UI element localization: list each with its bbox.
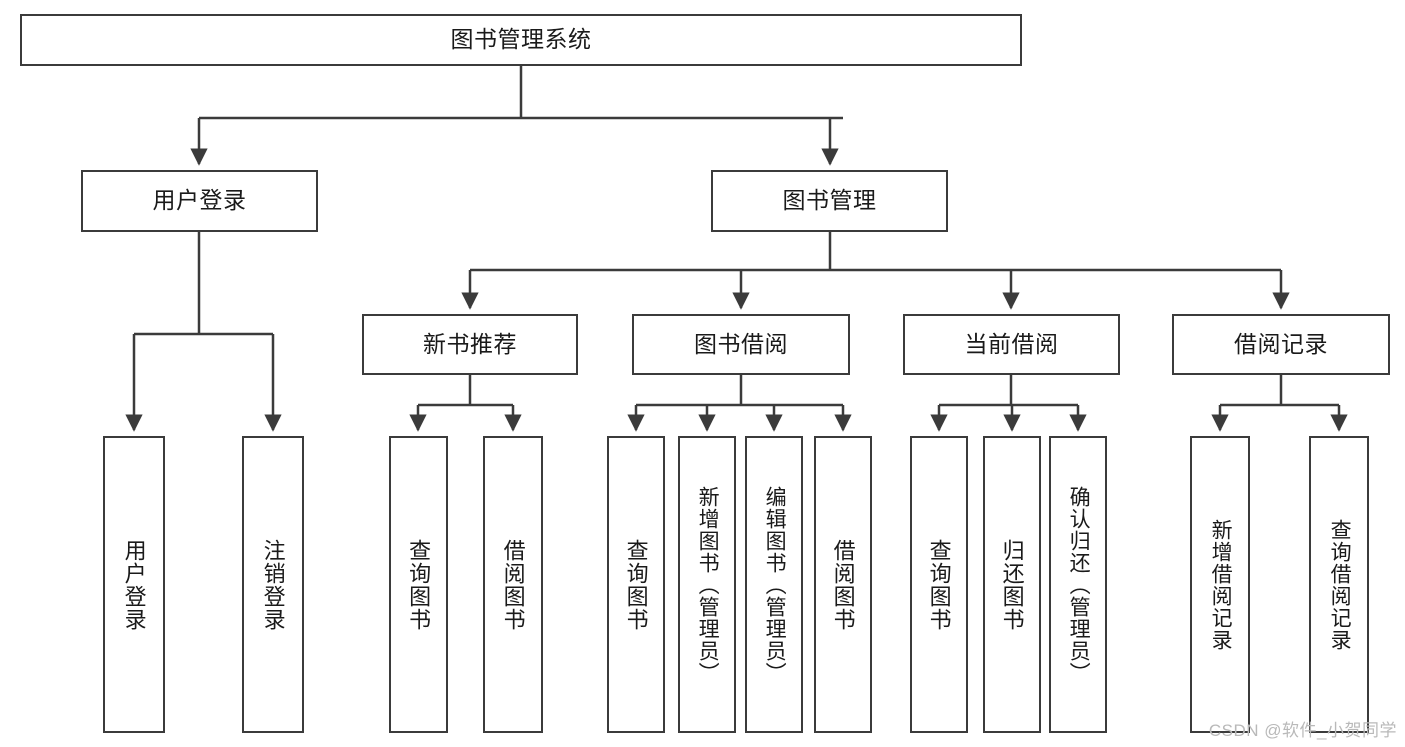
leaf-query-borrow-record-label: 查询借阅记录 xyxy=(1328,518,1352,651)
node-book-borrow[interactable]: 图书借阅 xyxy=(632,314,850,375)
node-root-label: 图书管理系统 xyxy=(450,26,592,53)
leaf-return-book-label: 归还图书 xyxy=(999,538,1025,631)
leaf-edit-book-admin[interactable]: 编辑图书（管理员） xyxy=(745,436,803,733)
leaf-add-borrow-record-label: 新增借阅记录 xyxy=(1209,518,1233,651)
watermark: CSDN @软件_小贺同学 xyxy=(1208,721,1397,740)
leaf-add-book-admin[interactable]: 新增图书（管理员） xyxy=(678,436,736,733)
leaf-query-book-recommend[interactable]: 查询图书 xyxy=(389,436,448,733)
leaf-return-book[interactable]: 归还图书 xyxy=(983,436,1041,733)
leaf-borrow-book-recommend-label: 借阅图书 xyxy=(500,538,526,631)
leaf-edit-book-admin-label: 编辑图书（管理员） xyxy=(763,485,787,684)
node-current-borrow[interactable]: 当前借阅 xyxy=(903,314,1120,375)
leaf-query-book-current[interactable]: 查询图书 xyxy=(910,436,968,733)
node-book-management[interactable]: 图书管理 xyxy=(711,170,948,232)
node-new-book-recommend-label: 新书推荐 xyxy=(423,330,517,357)
leaf-user-login[interactable]: 用户登录 xyxy=(103,436,165,733)
node-borrow-record-label: 借阅记录 xyxy=(1234,330,1328,357)
node-user-login-label: 用户登录 xyxy=(152,187,247,214)
leaf-logout-label: 注销登录 xyxy=(260,538,286,631)
node-root[interactable]: 图书管理系统 xyxy=(20,14,1022,66)
node-user-login[interactable]: 用户登录 xyxy=(81,170,318,232)
leaf-logout[interactable]: 注销登录 xyxy=(242,436,304,733)
leaf-add-book-admin-label: 新增图书（管理员） xyxy=(696,485,720,684)
leaf-query-book-recommend-label: 查询图书 xyxy=(406,538,432,631)
node-current-borrow-label: 当前借阅 xyxy=(964,330,1059,357)
leaf-query-book-label: 查询图书 xyxy=(623,538,649,631)
leaf-confirm-return-admin[interactable]: 确认归还（管理员） xyxy=(1049,436,1107,733)
leaf-user-login-label: 用户登录 xyxy=(121,538,147,631)
node-book-borrow-label: 图书借阅 xyxy=(694,330,788,357)
leaf-query-book[interactable]: 查询图书 xyxy=(607,436,665,733)
leaf-add-borrow-record[interactable]: 新增借阅记录 xyxy=(1190,436,1250,733)
node-book-management-label: 图书管理 xyxy=(782,187,877,214)
node-new-book-recommend[interactable]: 新书推荐 xyxy=(362,314,578,375)
leaf-borrow-book-recommend[interactable]: 借阅图书 xyxy=(483,436,543,733)
leaf-query-book-current-label: 查询图书 xyxy=(926,538,952,631)
leaf-borrow-book-label: 借阅图书 xyxy=(830,538,856,631)
leaf-query-borrow-record[interactable]: 查询借阅记录 xyxy=(1309,436,1369,733)
leaf-confirm-return-admin-label: 确认归还（管理员） xyxy=(1067,485,1091,684)
leaf-borrow-book[interactable]: 借阅图书 xyxy=(814,436,872,733)
node-borrow-record[interactable]: 借阅记录 xyxy=(1172,314,1390,375)
